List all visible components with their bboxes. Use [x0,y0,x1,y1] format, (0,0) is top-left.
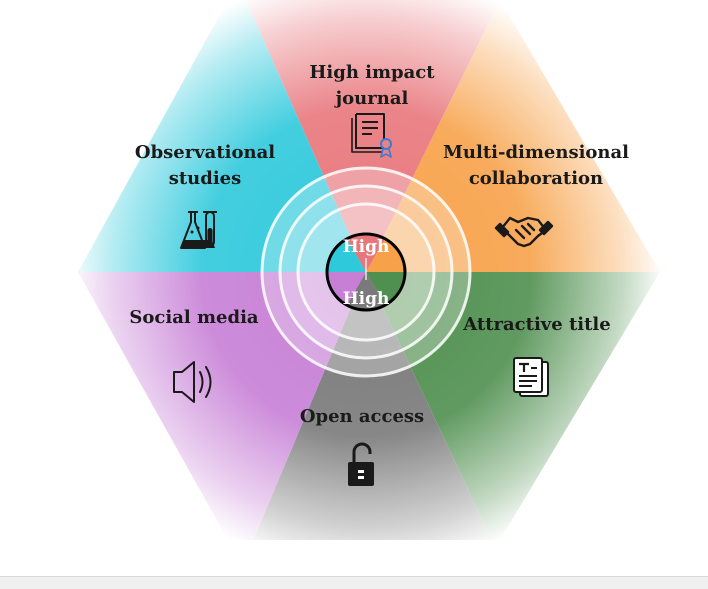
segment-social-media: Social media [129,307,259,403]
handshake-icon [494,216,554,248]
wedge-high-impact-journal [228,0,520,272]
segment-high-impact-journal: High impact journal [309,62,435,158]
segment-label-line: journal [334,88,409,109]
segment-attractive-title: Attractive title [462,314,611,397]
segment-label-line: Attractive title [462,314,610,335]
wedge-open-access [228,272,520,540]
segment-observational-studies: Observational studies [135,142,275,249]
certificate-document-icon [351,113,392,158]
segment-multi-dimensional-collaboration: Multi-dimensional collaboration [443,142,629,248]
segment-label-line: Social media [129,307,258,328]
document-title-icon [513,357,549,397]
center-top-label: High [343,237,390,257]
lab-flask-icon [180,211,217,249]
bottom-strip [0,576,708,589]
open-lock-icon [348,442,374,486]
segment-label-line: Open access [300,406,424,427]
center-wedge [336,234,396,272]
speaker-icon [173,361,212,403]
segment-label-line: High impact [309,62,435,83]
center-bottom-label: High [343,289,390,309]
segment-label-line: Observational [135,142,275,163]
segment-label-line: Multi-dimensional [443,142,629,163]
segment-label-line: collaboration [469,168,603,189]
center-wedge [336,272,396,310]
center-circle: High High [325,232,407,312]
segment-open-access: Open access [300,406,424,486]
segment-label-line: studies [169,168,242,189]
